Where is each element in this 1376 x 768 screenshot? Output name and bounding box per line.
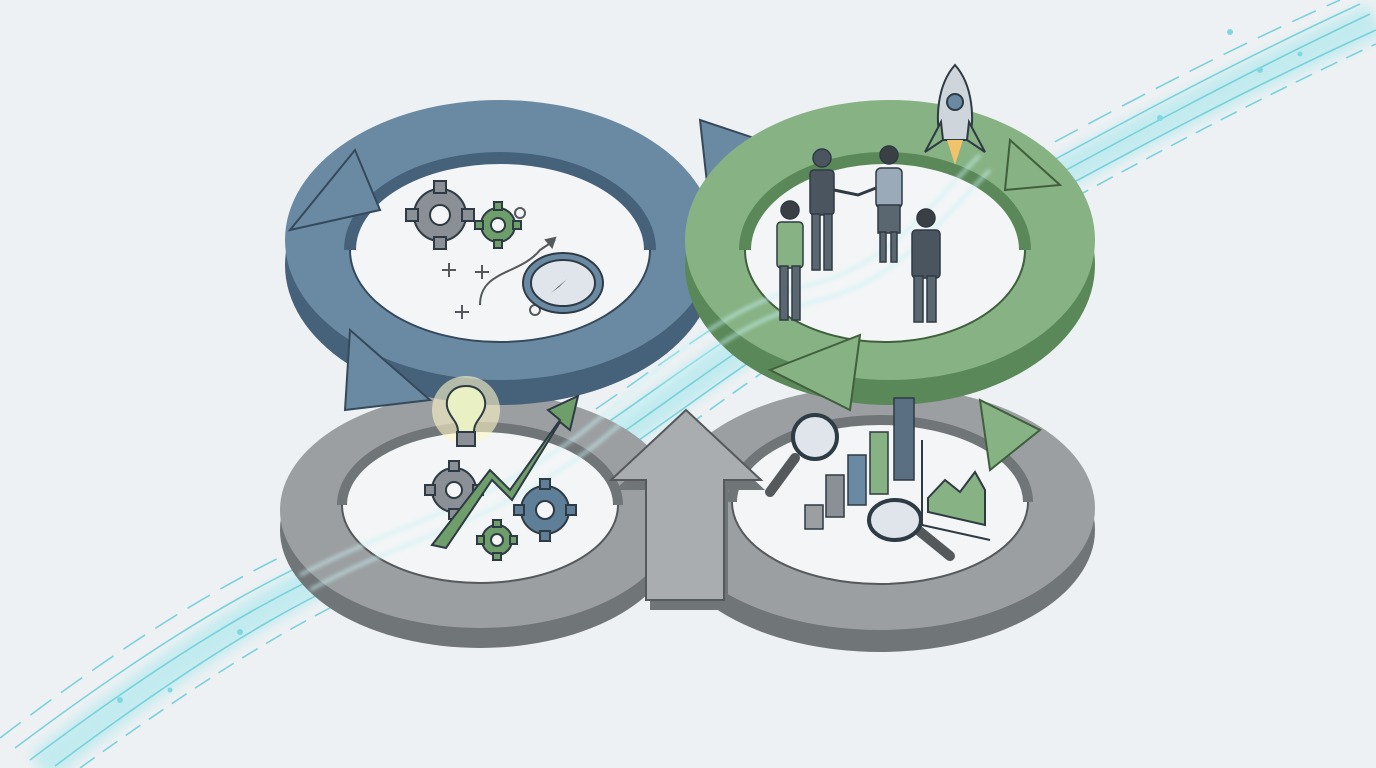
growth-arrow-icon: [430, 394, 580, 550]
compass-icon: [522, 252, 604, 314]
magnifier-icon: [765, 413, 839, 497]
magnifier-icon: [867, 498, 955, 561]
lightbulb-icon: [432, 376, 500, 447]
gear-icon: [513, 478, 577, 542]
gear-icon: [405, 180, 475, 250]
up-arrow: [608, 408, 765, 610]
route-map-icon: [442, 207, 557, 319]
line-chart-icon: [921, 440, 991, 541]
gear-icon: [474, 201, 522, 249]
data-stream-front: [299, 154, 991, 591]
rocket-icon: [924, 63, 986, 165]
people-handshake-icon: [776, 145, 941, 323]
bar-chart-icon: [804, 397, 915, 530]
gear-icon: [476, 519, 518, 561]
data-stream-nodes: [117, 29, 1303, 703]
